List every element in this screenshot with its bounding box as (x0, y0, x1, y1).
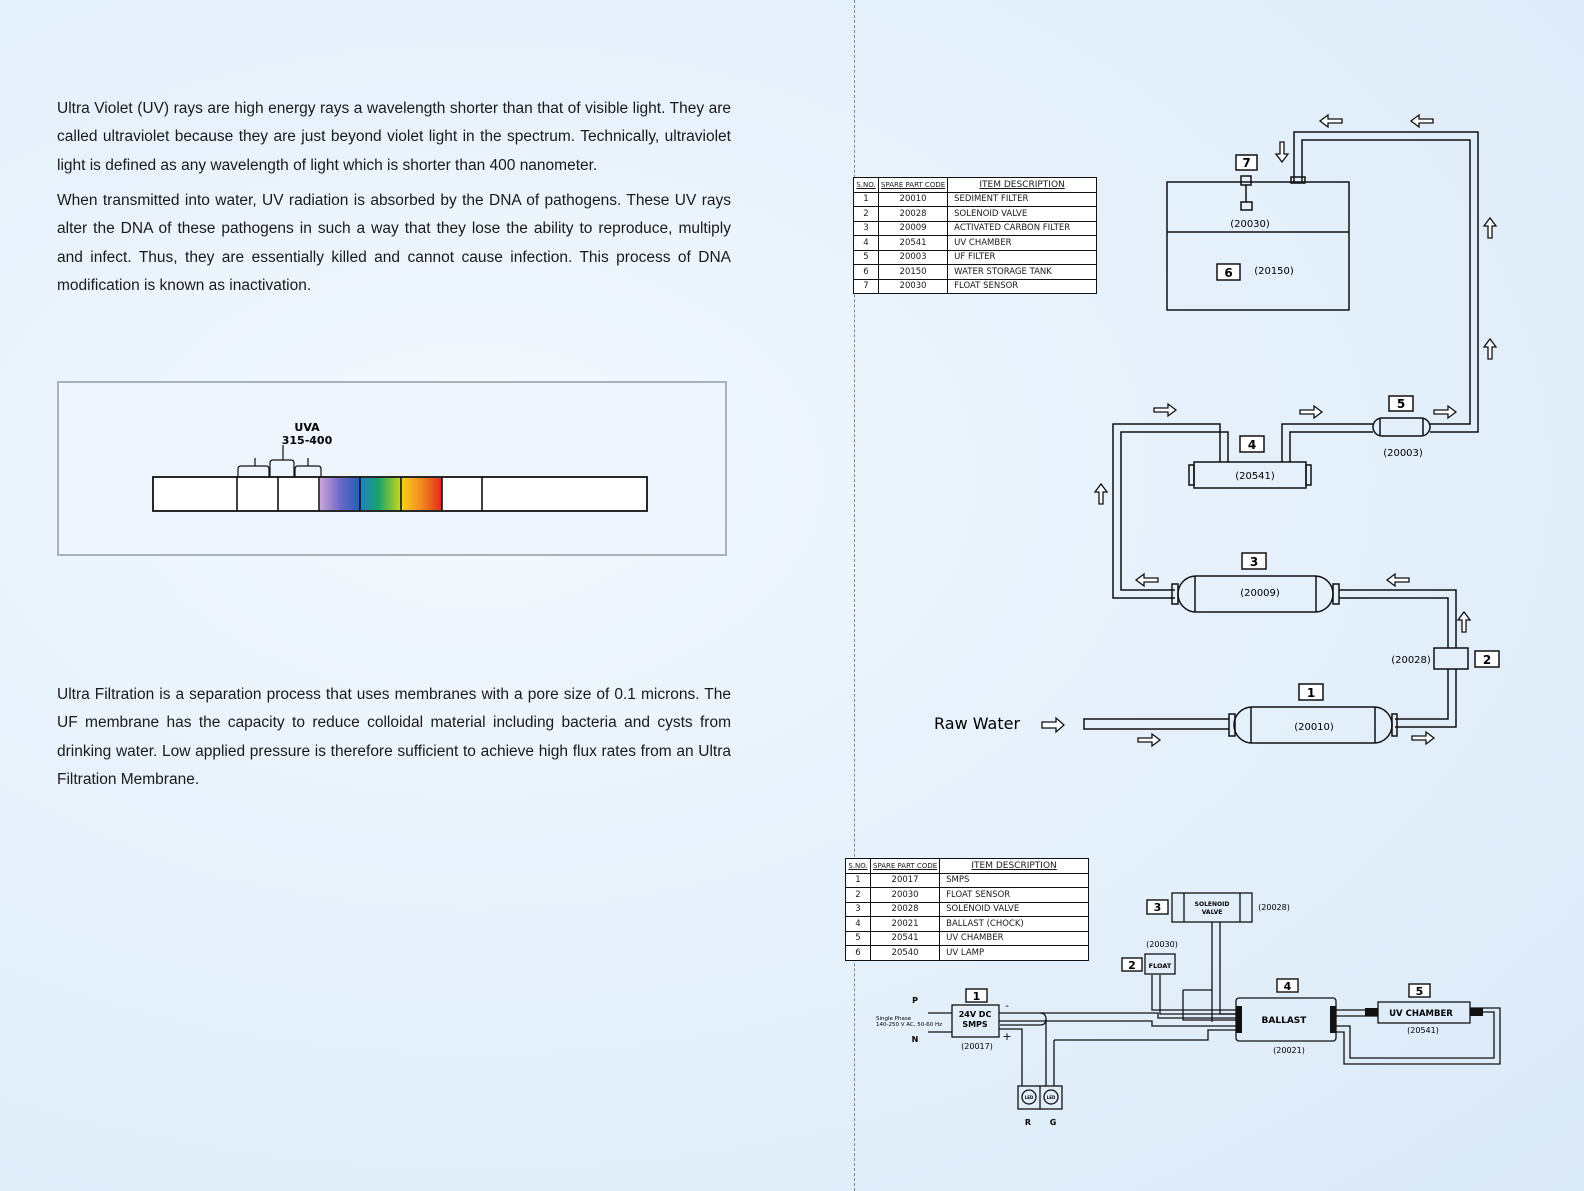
solenoid-code: (20028) (1258, 903, 1290, 912)
cell-description: UV CHAMBER (947, 235, 1097, 251)
solenoid-box (1171, 892, 1253, 923)
float-box (1144, 953, 1176, 975)
col-sno: S.NO. (853, 177, 879, 193)
n-label: N (912, 1035, 919, 1044)
label-1: 1 (1307, 686, 1315, 700)
uva-label: UVA (294, 421, 320, 434)
cell-code: 20009 (877, 220, 949, 236)
uf-filter (1372, 417, 1431, 437)
raw-water-label: Raw Water (934, 714, 1020, 733)
cell-sno: 4 (853, 235, 879, 251)
smps-line1: 24V DC (959, 1010, 992, 1019)
cell-code: 20017 (869, 872, 941, 888)
cell-description: UV LAMP (939, 945, 1089, 961)
wiring-label-2: 2 (1128, 959, 1136, 972)
spectrum-svg: UVA 315-400 (152, 421, 648, 512)
led-r-label: R (1025, 1118, 1031, 1127)
wiring-label-5: 5 (1416, 985, 1424, 998)
led-g-icon-text: LED (1047, 1095, 1056, 1100)
col-code: SPARE PART CODE (877, 177, 949, 193)
code-6: (20150) (1254, 266, 1294, 277)
cell-code: 20541 (877, 235, 949, 251)
uv-band-brackets (237, 445, 322, 477)
cell-description: SEDIMENT FILTER (947, 191, 1097, 207)
code-7: (20030) (1230, 219, 1270, 230)
supply-line2: 140-250 V AC, 50-60 Hz (876, 1022, 942, 1028)
code-2: (20028) (1391, 655, 1431, 666)
cell-sno: 2 (853, 206, 879, 222)
water-storage-tank (1166, 181, 1350, 311)
parts-table-2: S.NO. SPARE PART CODE ITEM DESCRIPTION 1… (845, 858, 1089, 961)
spectrum-figure: UVA 315-400 (57, 381, 727, 556)
spectrum-red-band (401, 478, 442, 510)
float-code: (20030) (1146, 940, 1178, 949)
uf-paragraph: Ultra Filtration is a separation process… (57, 686, 731, 788)
label-6: 6 (1224, 266, 1232, 280)
parts-table-1: S.NO. SPARE PART CODE ITEM DESCRIPTION 1… (853, 177, 1097, 294)
solenoid-line2: VALVE (1202, 909, 1223, 916)
code-1: (20010) (1294, 722, 1334, 733)
col-description: ITEM DESCRIPTION (947, 177, 1097, 193)
ballast-code: (20021) (1273, 1046, 1305, 1055)
page-divider (854, 0, 855, 1191)
wiring-label-3: 3 (1154, 901, 1162, 914)
label-2: 2 (1483, 653, 1491, 667)
solenoid-valve (1433, 647, 1469, 670)
cell-code: 20028 (877, 206, 949, 222)
uv-chamber-code: (20541) (1407, 1026, 1439, 1035)
minus-sign: - (1005, 1001, 1009, 1012)
cell-code: 20030 (877, 278, 949, 294)
led-g-label: G (1050, 1118, 1057, 1127)
cell-description: SOLENOID VALVE (947, 206, 1097, 222)
led-r-icon-text: LED (1025, 1095, 1034, 1100)
wiring-label-1: 1 (973, 990, 981, 1003)
spectrum-green-band (360, 478, 401, 510)
flow-arrows (1041, 113, 1498, 748)
code-5: (20003) (1383, 448, 1423, 459)
table-header-row: S.NO. SPARE PART CODE ITEM DESCRIPTION (845, 858, 1089, 874)
cell-code: 20010 (877, 191, 949, 207)
uv-chamber-label: UV CHAMBER (1389, 1009, 1453, 1019)
cell-sno: 6 (845, 945, 871, 961)
cell-sno: 7 (853, 278, 879, 294)
plus-sign: + (1002, 1030, 1011, 1043)
ballast-label: BALLAST (1262, 1016, 1308, 1026)
water-flow-diagram: 7 6 5 4 3 2 1 (20030) (20150) (20003) (2… (934, 113, 1500, 748)
code-4: (20541) (1235, 471, 1275, 482)
cell-description: FLOAT SENSOR (947, 278, 1097, 294)
cell-code: 20540 (869, 945, 941, 961)
label-7: 7 (1242, 156, 1250, 170)
cell-description: ACTIVATED CARBON FILTER (947, 220, 1097, 236)
wiring-diagram: 1 2 3 4 5 P N 24V DC SMPS FLOAT SOLENOID… (876, 892, 1501, 1127)
float-label: FLOAT (1149, 962, 1172, 970)
uv-paragraph-2: When transmitted into water, UV radiatio… (57, 192, 731, 294)
smps-line2: SMPS (962, 1020, 988, 1029)
label-4: 4 (1248, 438, 1256, 452)
label-3: 3 (1250, 555, 1258, 569)
p-label: P (912, 996, 918, 1005)
uva-range: 315-400 (282, 434, 333, 447)
col-sno: S.NO. (845, 858, 871, 874)
table-header-row: S.NO. SPARE PART CODE ITEM DESCRIPTION (853, 177, 1097, 193)
wiring-label-4: 4 (1284, 980, 1292, 993)
smps-code: (20017) (961, 1042, 993, 1051)
spectrum-violet-band (320, 478, 360, 510)
code-3: (20009) (1240, 588, 1280, 599)
label-5: 5 (1397, 397, 1405, 411)
col-description: ITEM DESCRIPTION (939, 858, 1089, 874)
col-code: SPARE PART CODE (869, 858, 941, 874)
uv-paragraph-1: Ultra Violet (UV) rays are high energy r… (57, 100, 731, 174)
solenoid-line1: SOLENOID (1195, 901, 1230, 908)
supply-line1: Single Phase (876, 1016, 912, 1022)
